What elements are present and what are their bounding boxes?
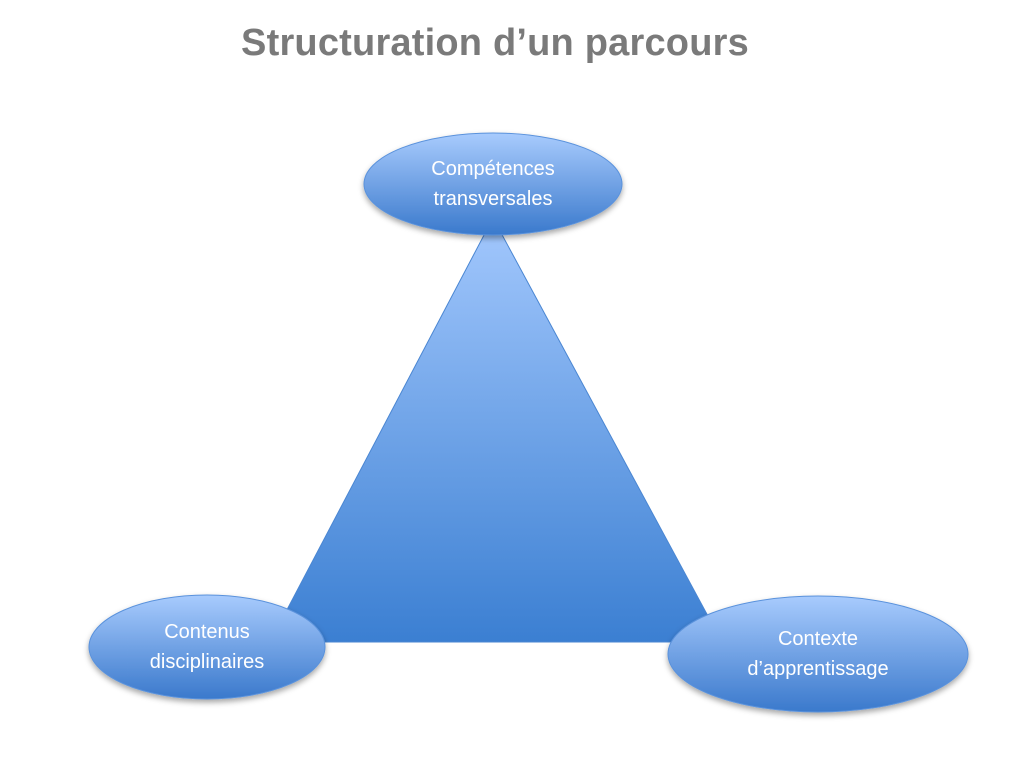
triangle-shape bbox=[269, 216, 723, 643]
node-left-text: Contenus disciplinaires bbox=[149, 621, 265, 673]
node-top-label: Compétences transversales bbox=[364, 134, 622, 234]
node-right-label: Contexte d’apprentissage bbox=[668, 596, 968, 712]
node-right-ellipse bbox=[667, 595, 969, 713]
node-left-label: Contenus disciplinaires bbox=[89, 596, 325, 698]
node-right-text: Contexte d’apprentissage bbox=[747, 628, 889, 680]
slide-title: Structuration d’un parcours bbox=[241, 22, 749, 64]
node-top-ellipse bbox=[363, 132, 623, 236]
node-left-ellipse bbox=[88, 594, 326, 700]
node-top-text: Compétences transversales bbox=[431, 158, 555, 210]
